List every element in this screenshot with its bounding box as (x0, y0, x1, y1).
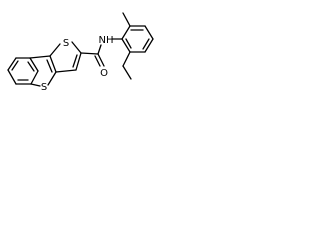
bond-carbonyl-n (97, 44, 102, 55)
atom-labels: S NH O S (41, 35, 114, 93)
bond-benzo-1 (7, 57, 17, 71)
bond-carbonyl-o-2 (94, 55, 101, 67)
bond-c3-c5 (55, 69, 77, 73)
atom-label-carbonyl-oxygen: O (100, 68, 108, 79)
bond-benzo-3-inner (27, 61, 35, 72)
bond-aryl-6 (121, 38, 131, 53)
chemical-structure: S NH O S (7, 12, 154, 93)
bond-s1-c7a (30, 83, 41, 87)
bond-c4-c5-inner (46, 59, 53, 73)
bond-c3a-c4 (29, 55, 51, 59)
bond-c2-c3 (75, 52, 82, 71)
bond-aryl-4 (144, 38, 154, 53)
bond-benzo-3 (29, 57, 39, 72)
bonds (7, 12, 154, 87)
bond-c2-carbonyl (80, 52, 99, 55)
bond-c2-c3-inner (72, 54, 78, 68)
bond-benzo-6 (7, 69, 17, 85)
atom-label-thiophene-sulfur: S (63, 38, 69, 49)
bond-aryl-1 (121, 25, 131, 40)
bond-methyl (122, 12, 131, 27)
bond-ethyl-1 (122, 51, 131, 67)
atom-label-benzothiophene-sulfur: S (41, 82, 47, 93)
atom-label-amide-nitrogen: NH (99, 35, 114, 46)
bond-carbonyl-o (97, 53, 105, 67)
bond-benzo-1-inner (11, 60, 19, 71)
bond-aryl-4-inner (142, 38, 150, 50)
bond-benzo-4 (30, 70, 39, 85)
bond-aryl-6-inner (125, 38, 132, 49)
bond-c5-s1 (47, 71, 57, 86)
bond-c4-s2 (49, 43, 61, 57)
bond-ethyl-2 (122, 65, 132, 80)
bond-c4-c5 (49, 55, 57, 73)
bond-s2-c2 (71, 41, 82, 54)
bond-aryl-3 (144, 25, 154, 40)
